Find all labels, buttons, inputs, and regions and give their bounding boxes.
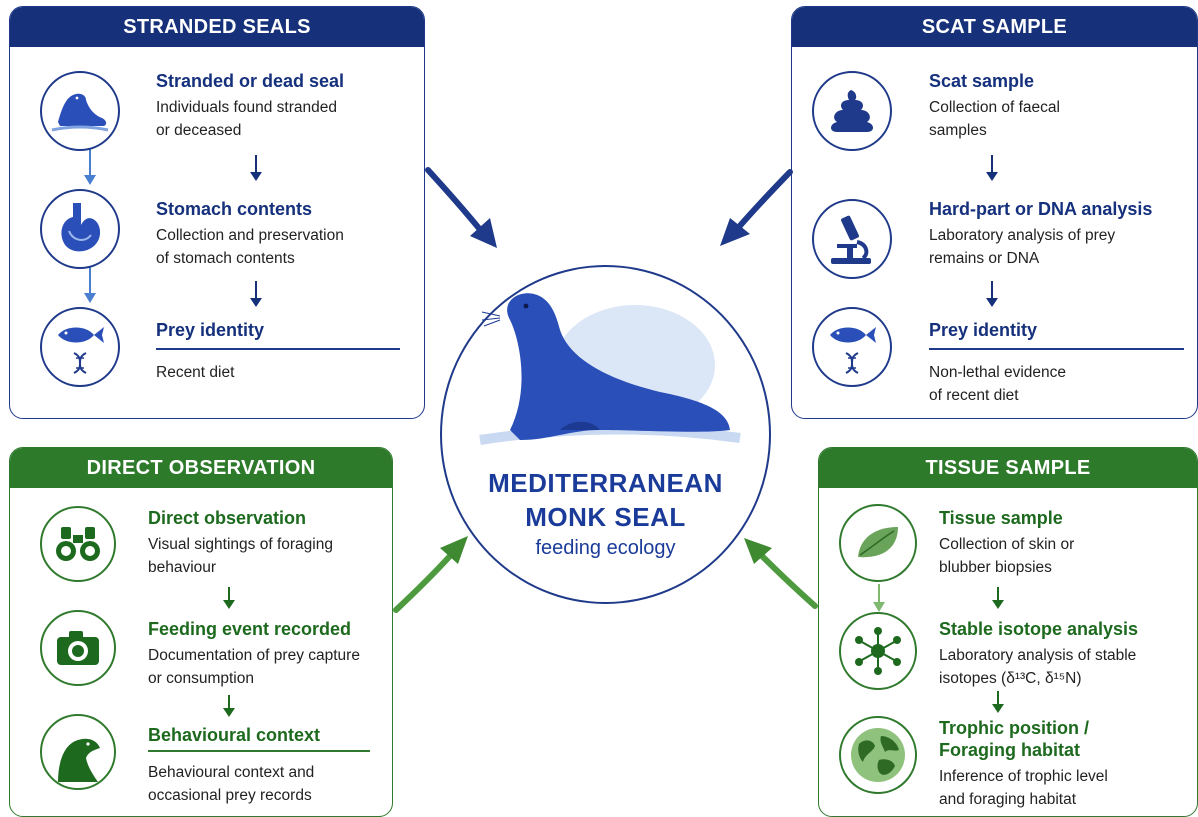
step-title: Trophic position / Foraging habitat bbox=[939, 718, 1089, 760]
step-title: Stranded or dead seal bbox=[156, 71, 345, 91]
step-title: Tissue sample bbox=[939, 508, 1063, 528]
down-arrow bbox=[250, 155, 262, 181]
tissue-connector bbox=[873, 584, 885, 612]
arrow-stranded-to-center bbox=[425, 167, 485, 235]
stomach-icon bbox=[40, 189, 120, 269]
scat-icon bbox=[812, 71, 892, 151]
seal-head-icon bbox=[40, 714, 116, 790]
leaf-icon bbox=[839, 504, 917, 582]
down-arrow bbox=[992, 587, 1004, 609]
step-title: Hard-part or DNA analysis bbox=[929, 199, 1153, 219]
tissue-sample-panel: TISSUE SAMPLE Tissue sample Collection o… bbox=[818, 447, 1198, 817]
scat-sample-panel: SCAT SAMPLE Scat sample Collection of fa… bbox=[791, 6, 1198, 419]
direct-observation-header: DIRECT OBSERVATION bbox=[10, 448, 392, 488]
fish-dna-icon bbox=[812, 307, 892, 387]
globe-icon bbox=[839, 716, 917, 794]
down-arrow bbox=[992, 691, 1004, 713]
monk-seal-illustration bbox=[479, 293, 741, 445]
stranded-seals-panel: STRANDED SEALS Stranded or dead seal Ind… bbox=[9, 6, 425, 419]
microscope-icon bbox=[812, 199, 892, 279]
binoculars-icon bbox=[40, 506, 116, 582]
step-title: Prey identity bbox=[929, 320, 1038, 340]
step-title: Stable isotope analysis bbox=[939, 619, 1139, 639]
step-title: Behavioural context bbox=[148, 725, 321, 745]
seal-icon bbox=[40, 71, 120, 151]
divider bbox=[156, 348, 400, 350]
scat-sample-header: SCAT SAMPLE bbox=[792, 7, 1197, 47]
arrow-tissue-to-center bbox=[759, 553, 818, 609]
down-arrow bbox=[986, 155, 998, 181]
center-subtitle: feeding ecology bbox=[535, 537, 676, 559]
down-arrow bbox=[223, 695, 235, 717]
arrow-direct-to-center bbox=[393, 553, 453, 613]
isotope-icon bbox=[839, 612, 917, 690]
down-arrow bbox=[250, 281, 262, 307]
divider bbox=[929, 348, 1184, 350]
step-title: Stomach contents bbox=[156, 199, 313, 219]
step-title: Prey identity bbox=[156, 320, 265, 340]
center-title: MEDITERRANEAN MONK SEAL bbox=[488, 468, 723, 532]
direct-observation-panel: DIRECT OBSERVATION Direct observation Vi… bbox=[9, 447, 393, 817]
camera-icon bbox=[40, 610, 116, 686]
down-arrow bbox=[986, 281, 998, 307]
arrow-scat-to-center bbox=[735, 169, 793, 231]
fish-dna-icon bbox=[40, 307, 120, 387]
step-desc: Recent diet bbox=[156, 364, 235, 381]
step-title: Direct observation bbox=[148, 508, 307, 528]
divider bbox=[148, 750, 370, 752]
step-title: Feeding event recorded bbox=[148, 619, 352, 639]
tissue-sample-header: TISSUE SAMPLE bbox=[819, 448, 1197, 488]
stranded-seals-header: STRANDED SEALS bbox=[10, 7, 424, 47]
down-arrow bbox=[223, 587, 235, 609]
step-title: Scat sample bbox=[929, 71, 1035, 91]
